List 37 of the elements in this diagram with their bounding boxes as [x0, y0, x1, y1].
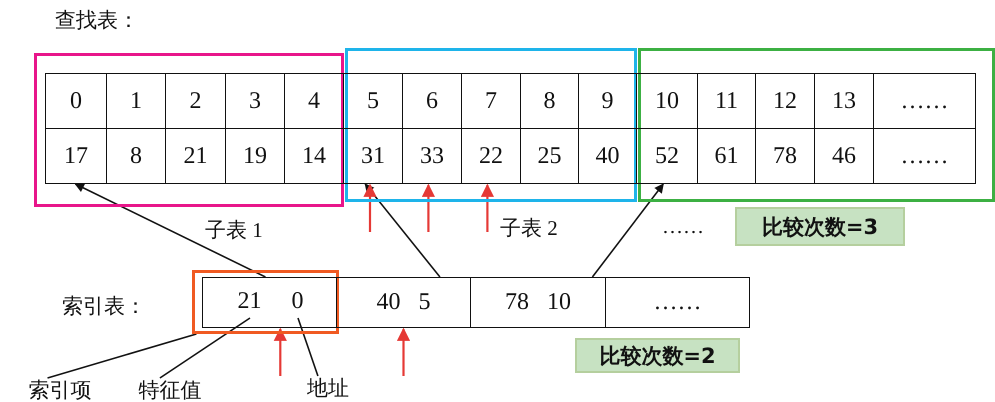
leader-line [297, 318, 319, 376]
leader-line [159, 317, 250, 379]
number-text: 40 [376, 289, 400, 316]
number-text: 0 [286, 284, 310, 318]
table-cell: …… [605, 277, 750, 328]
number-text: 10 [547, 289, 571, 316]
arrow [422, 184, 435, 232]
arrow [74, 183, 266, 278]
table-cell [470, 277, 606, 328]
arrow [396, 328, 410, 376]
leader-line [47, 333, 197, 379]
subtable-frame [638, 48, 995, 202]
annotation-text: 索引项 [8, 378, 112, 402]
table-cell [202, 277, 337, 328]
arrow [364, 183, 441, 278]
table-cell: …… [873, 73, 976, 129]
table-cell: 0 [45, 73, 107, 129]
annotation-text: 地址 [300, 376, 356, 400]
number-text: 21 [232, 284, 268, 318]
arrow [480, 184, 494, 232]
table-cell: 17 [45, 128, 107, 184]
table-cell [336, 277, 471, 328]
number-text: 5 [418, 289, 430, 316]
annotation-text: 特征值 [128, 378, 212, 402]
arrow [592, 183, 664, 278]
table-cell: …… [873, 128, 976, 184]
ellipsis-text: …… [662, 214, 704, 239]
highlight-frame [192, 270, 339, 334]
number-text: 78 [505, 289, 529, 316]
subtable-label: 子表 2 [500, 215, 558, 242]
table-label: 索引表： [62, 293, 146, 320]
title: 查找表： [55, 7, 139, 34]
arrow [363, 184, 377, 232]
count-badge: 比较次数=3 [735, 207, 905, 246]
count-badge: 比较次数=2 [575, 338, 740, 373]
arrow [274, 328, 287, 376]
subtable-label: 子表 1 [205, 217, 263, 244]
